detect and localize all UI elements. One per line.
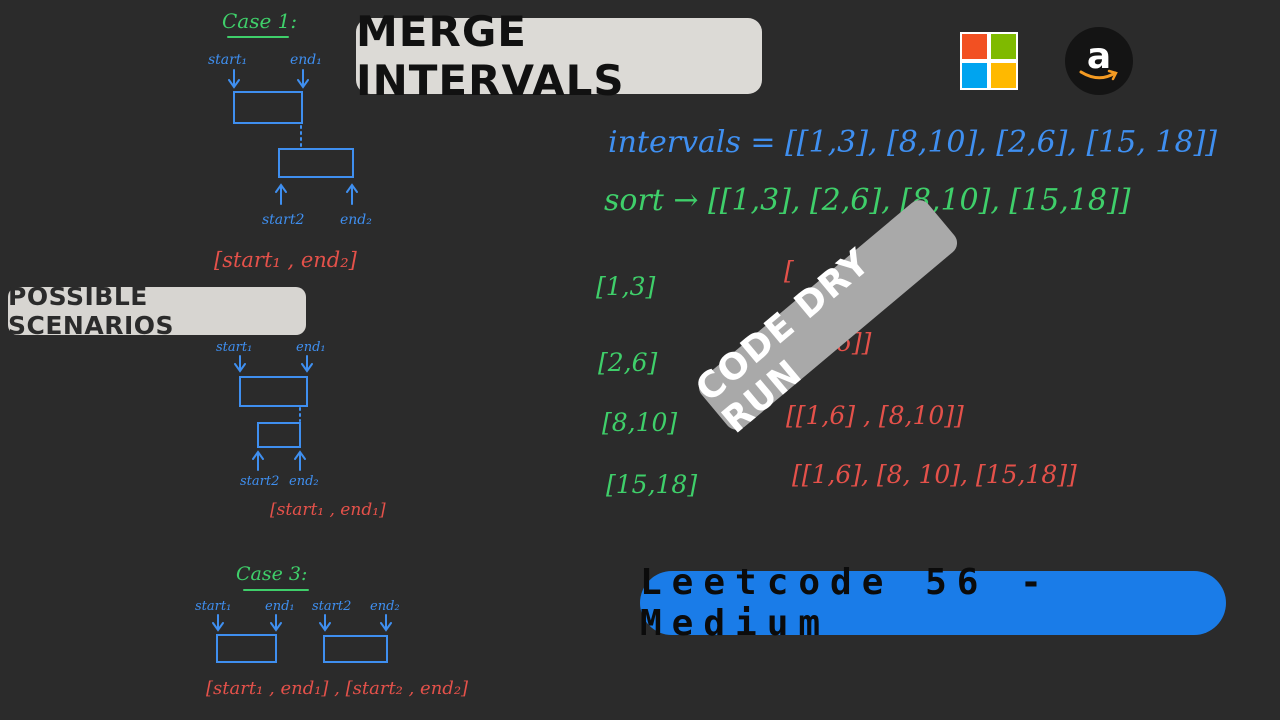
case1-heading: Case 1: — [222, 9, 298, 33]
step4-result: [[1,6], [8, 10], [15,18]] — [792, 460, 1077, 489]
step2-interval: [2,6] — [598, 348, 658, 377]
title-badge: MERGE INTERVALS — [356, 7, 762, 105]
case3-start2-label: start2 — [312, 599, 352, 614]
amazon-logo-icon: a — [1065, 27, 1133, 95]
case1-result: [start₁ , end₂] — [214, 248, 357, 272]
case3-interval2-box — [323, 635, 388, 663]
amazon-smile-icon — [1079, 69, 1118, 81]
leetcode-badge: Leetcode 56 - Medium — [640, 562, 1226, 644]
case3-interval1-box — [216, 634, 277, 663]
case2-start1-label: start₁ — [216, 340, 253, 355]
case3-start1-label: start₁ — [195, 599, 232, 614]
case2-result: [start₁ , end₁] — [270, 500, 386, 520]
page-title: MERGE INTERVALS — [356, 7, 625, 105]
case1-end2-label: end₂ — [340, 212, 372, 228]
case2-end1-label: end₁ — [296, 340, 326, 355]
case1-interval1-box — [233, 91, 303, 124]
case1-end1-label: end₁ — [290, 52, 322, 68]
sort-line: sort → [[1,3], [2,6], [8,10], [15,18]] — [604, 183, 1131, 218]
microsoft-logo-icon — [960, 32, 1018, 90]
case3-end2-label: end₂ — [370, 599, 400, 614]
case1-start1-label: start₁ — [208, 52, 248, 68]
case2-start2-label: start2 — [240, 474, 280, 489]
intervals-line: intervals = [[1,3], [8,10], [2,6], [15, … — [608, 125, 1217, 160]
case2-interval1-box — [239, 376, 308, 407]
leetcode-label: Leetcode 56 - Medium — [640, 562, 1052, 644]
case3-heading: Case 3: — [236, 563, 308, 585]
case2-end2-label: end₂ — [289, 474, 319, 489]
scenarios-label: POSSIBLE SCENARIOS — [8, 282, 175, 340]
step4-interval: [15,18] — [606, 470, 698, 499]
amazon-logo-letter: a — [1086, 35, 1112, 77]
case3-end1-label: end₁ — [265, 599, 295, 614]
case3-result: [start₁ , end₁] , [start₂ , end₂] — [206, 678, 469, 699]
step1-result: [ — [784, 256, 794, 285]
case1-interval2-box — [278, 148, 354, 178]
scenarios-badge: POSSIBLE SCENARIOS — [8, 282, 306, 340]
case1-start2-label: start2 — [262, 212, 305, 228]
case2-interval2-box — [257, 422, 301, 448]
step3-interval: [8,10] — [602, 408, 678, 437]
step1-interval: [1,3] — [596, 272, 656, 301]
step3-result: [[1,6] , [8,10]] — [786, 401, 964, 430]
